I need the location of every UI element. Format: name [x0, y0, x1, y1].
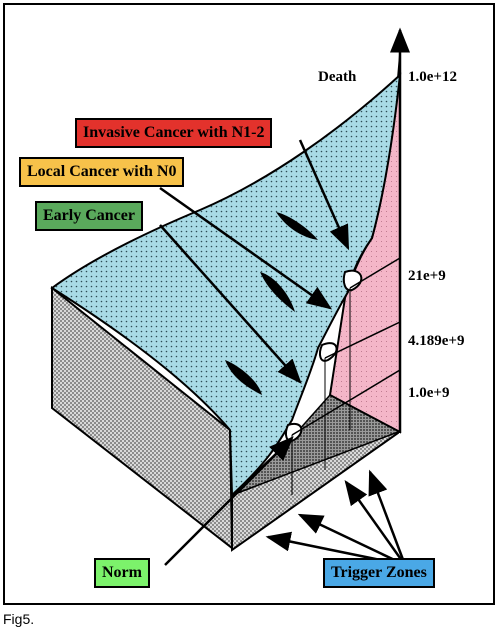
label-1e9: 1.0e+9 [408, 385, 450, 401]
arrow-norm [164, 436, 294, 566]
arrow-early [159, 224, 302, 384]
arrow-local [159, 186, 333, 310]
arrow-invasive [298, 139, 350, 251]
level-line-21e9 [349, 257, 401, 289]
norm-box: Norm [94, 558, 150, 588]
trajectory-mark-2 [260, 272, 295, 312]
arrow-trigger-3 [344, 479, 407, 566]
trigger-zones-box: Trigger Zones [323, 558, 435, 588]
invasive-cancer-box: Invasive Cancer with N1-2 [75, 118, 273, 148]
local-cancer-box: Local Cancer with N0 [19, 157, 185, 187]
label-1e12: 1.0e+12 [408, 69, 457, 85]
early-cancer-box: Early Cancer [35, 201, 143, 231]
trajectory-mark-3 [225, 360, 262, 395]
figure-caption: Fig5. [3, 611, 35, 627]
trajectory-mark-1 [276, 212, 318, 240]
arrow-trigger-4 [368, 469, 407, 566]
surface-wave-1 [342, 269, 363, 292]
level-line-4189e9 [324, 321, 401, 359]
label-4189e9: 4.189e+9 [408, 333, 465, 349]
arrow-trigger-2 [297, 513, 406, 567]
label-death: Death [318, 69, 357, 85]
surface-wave-2 [319, 342, 338, 362]
label-21e9: 21e+9 [408, 268, 446, 284]
level-line-1e9 [291, 369, 401, 436]
